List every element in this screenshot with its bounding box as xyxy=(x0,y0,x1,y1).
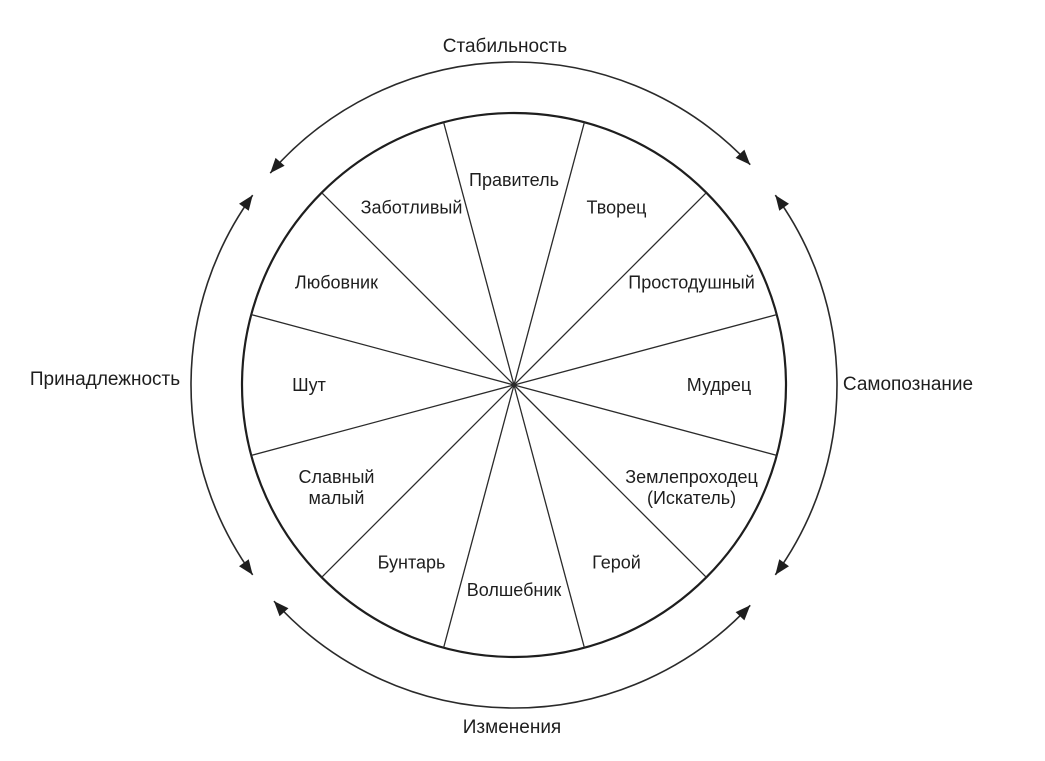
outer-label-top: Стабильность xyxy=(443,36,568,57)
wheel-spoke xyxy=(513,313,777,386)
segment-label-line: Творец xyxy=(587,197,647,217)
segment-label: Бунтарь xyxy=(378,553,446,573)
arrow-arc-top-arrowhead-start xyxy=(270,157,285,174)
arrow-arc-bottom-arrowhead-start xyxy=(735,605,751,621)
outer-label-left: Принадлежность xyxy=(30,369,180,390)
arrow-arc-right-arrowhead-end xyxy=(775,559,789,575)
segment-label: Заботливый xyxy=(361,197,463,217)
segment-label-line: Мудрец xyxy=(687,375,751,395)
segment-label: Мудрец xyxy=(687,375,751,395)
segment-label-line: Шут xyxy=(292,375,326,395)
wheel-spoke xyxy=(442,384,515,648)
arrow-arc-right xyxy=(774,194,838,576)
segment-label: Герой xyxy=(592,553,641,573)
arrow-arc-left xyxy=(190,194,254,576)
wheel-spokes xyxy=(251,122,777,648)
wheel-spoke xyxy=(251,384,515,457)
wheel-spoke xyxy=(513,384,777,457)
segment-label-line: Славный xyxy=(298,467,374,487)
arrow-arc-top xyxy=(269,61,751,174)
arrow-arc-bottom-arrowhead-end xyxy=(273,601,289,617)
arrow-arc-left-arrowhead-end xyxy=(239,195,253,211)
segment-label: Творец xyxy=(587,197,647,217)
wheel-spoke xyxy=(513,122,586,386)
segment-label: Волшебник xyxy=(467,580,562,600)
segment-label: Простодушный xyxy=(628,273,755,293)
segment-label-line: Простодушный xyxy=(628,273,755,293)
segment-label: Правитель xyxy=(469,170,559,190)
segment-label: Любовник xyxy=(295,273,378,293)
arrow-arc-top-arrowhead-end xyxy=(735,149,751,165)
wheel-spoke xyxy=(442,122,515,386)
outer-arrows xyxy=(190,61,838,709)
arrow-arc-right-arrowhead-start xyxy=(775,195,789,211)
segment-label-line: Землепроходец xyxy=(625,467,758,487)
wheel-spoke xyxy=(513,384,586,648)
segment-label-line: Любовник xyxy=(295,273,378,293)
segment-label: Шут xyxy=(292,375,326,395)
arrow-arc-left-arrowhead-start xyxy=(239,559,253,575)
segment-labels: ПравительТворецПростодушныйМудрецЗемлепр… xyxy=(292,170,758,600)
segment-label-line: Бунтарь xyxy=(378,553,446,573)
wheel-spoke xyxy=(513,192,707,386)
wheel-spoke xyxy=(321,192,515,386)
wheel-spoke xyxy=(321,384,515,578)
wheel-spoke xyxy=(251,313,515,386)
outer-label-right: Самопознание xyxy=(843,374,973,395)
wheel-spoke xyxy=(513,384,707,578)
segment-label-line: Правитель xyxy=(469,170,559,190)
segment-label-line: Волшебник xyxy=(467,580,562,600)
segment-label-line: малый xyxy=(309,488,365,508)
segment-label: Землепроходец(Искатель) xyxy=(625,467,758,508)
outer-label-bottom: Изменения xyxy=(463,717,561,738)
arrow-arc-bottom xyxy=(273,600,751,709)
segment-label-line: Заботливый xyxy=(361,197,463,217)
segment-label-line: Герой xyxy=(592,553,641,573)
segment-label-line: (Искатель) xyxy=(647,488,736,508)
